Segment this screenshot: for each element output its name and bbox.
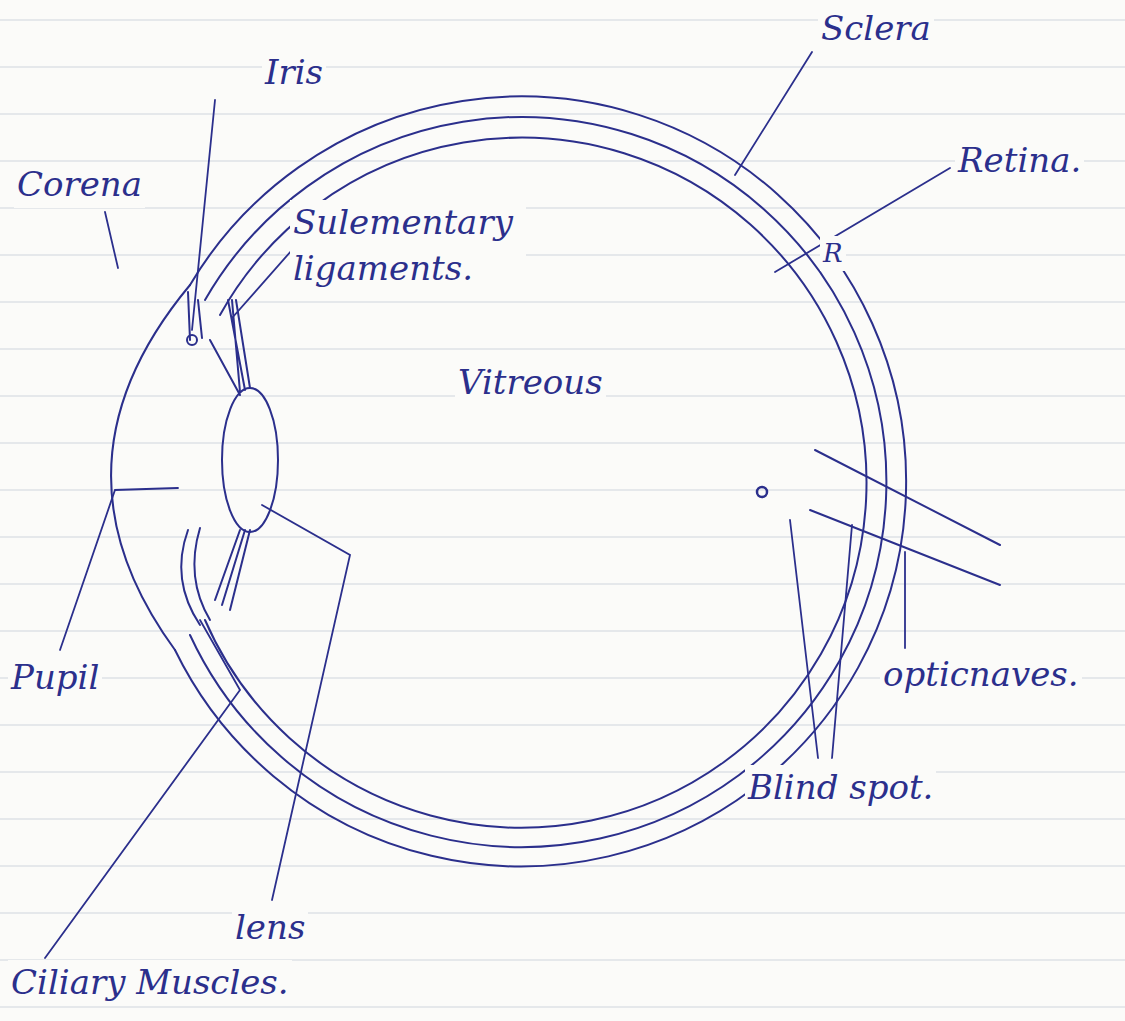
part-label: Vitreous: [455, 360, 606, 406]
leader-lines: [45, 52, 950, 958]
part-label: Sulementary ligaments.: [290, 200, 526, 292]
eye-outline: [111, 96, 1000, 866]
part-label: Pupil: [8, 655, 102, 701]
part-label: Blind spot.: [745, 765, 936, 811]
part-label: Sclera: [818, 6, 934, 52]
paper-ruling: [0, 20, 1125, 1007]
part-label: lens: [232, 905, 308, 951]
blind-spot-dot: [757, 487, 767, 497]
part-label: opticnaves.: [880, 652, 1082, 698]
part-label: Ciliary Muscles.: [8, 960, 292, 1006]
part-label: R: [820, 236, 846, 271]
part-label: Iris: [262, 50, 326, 96]
part-label: Retina.: [955, 138, 1084, 184]
part-label: Corena: [14, 162, 145, 208]
